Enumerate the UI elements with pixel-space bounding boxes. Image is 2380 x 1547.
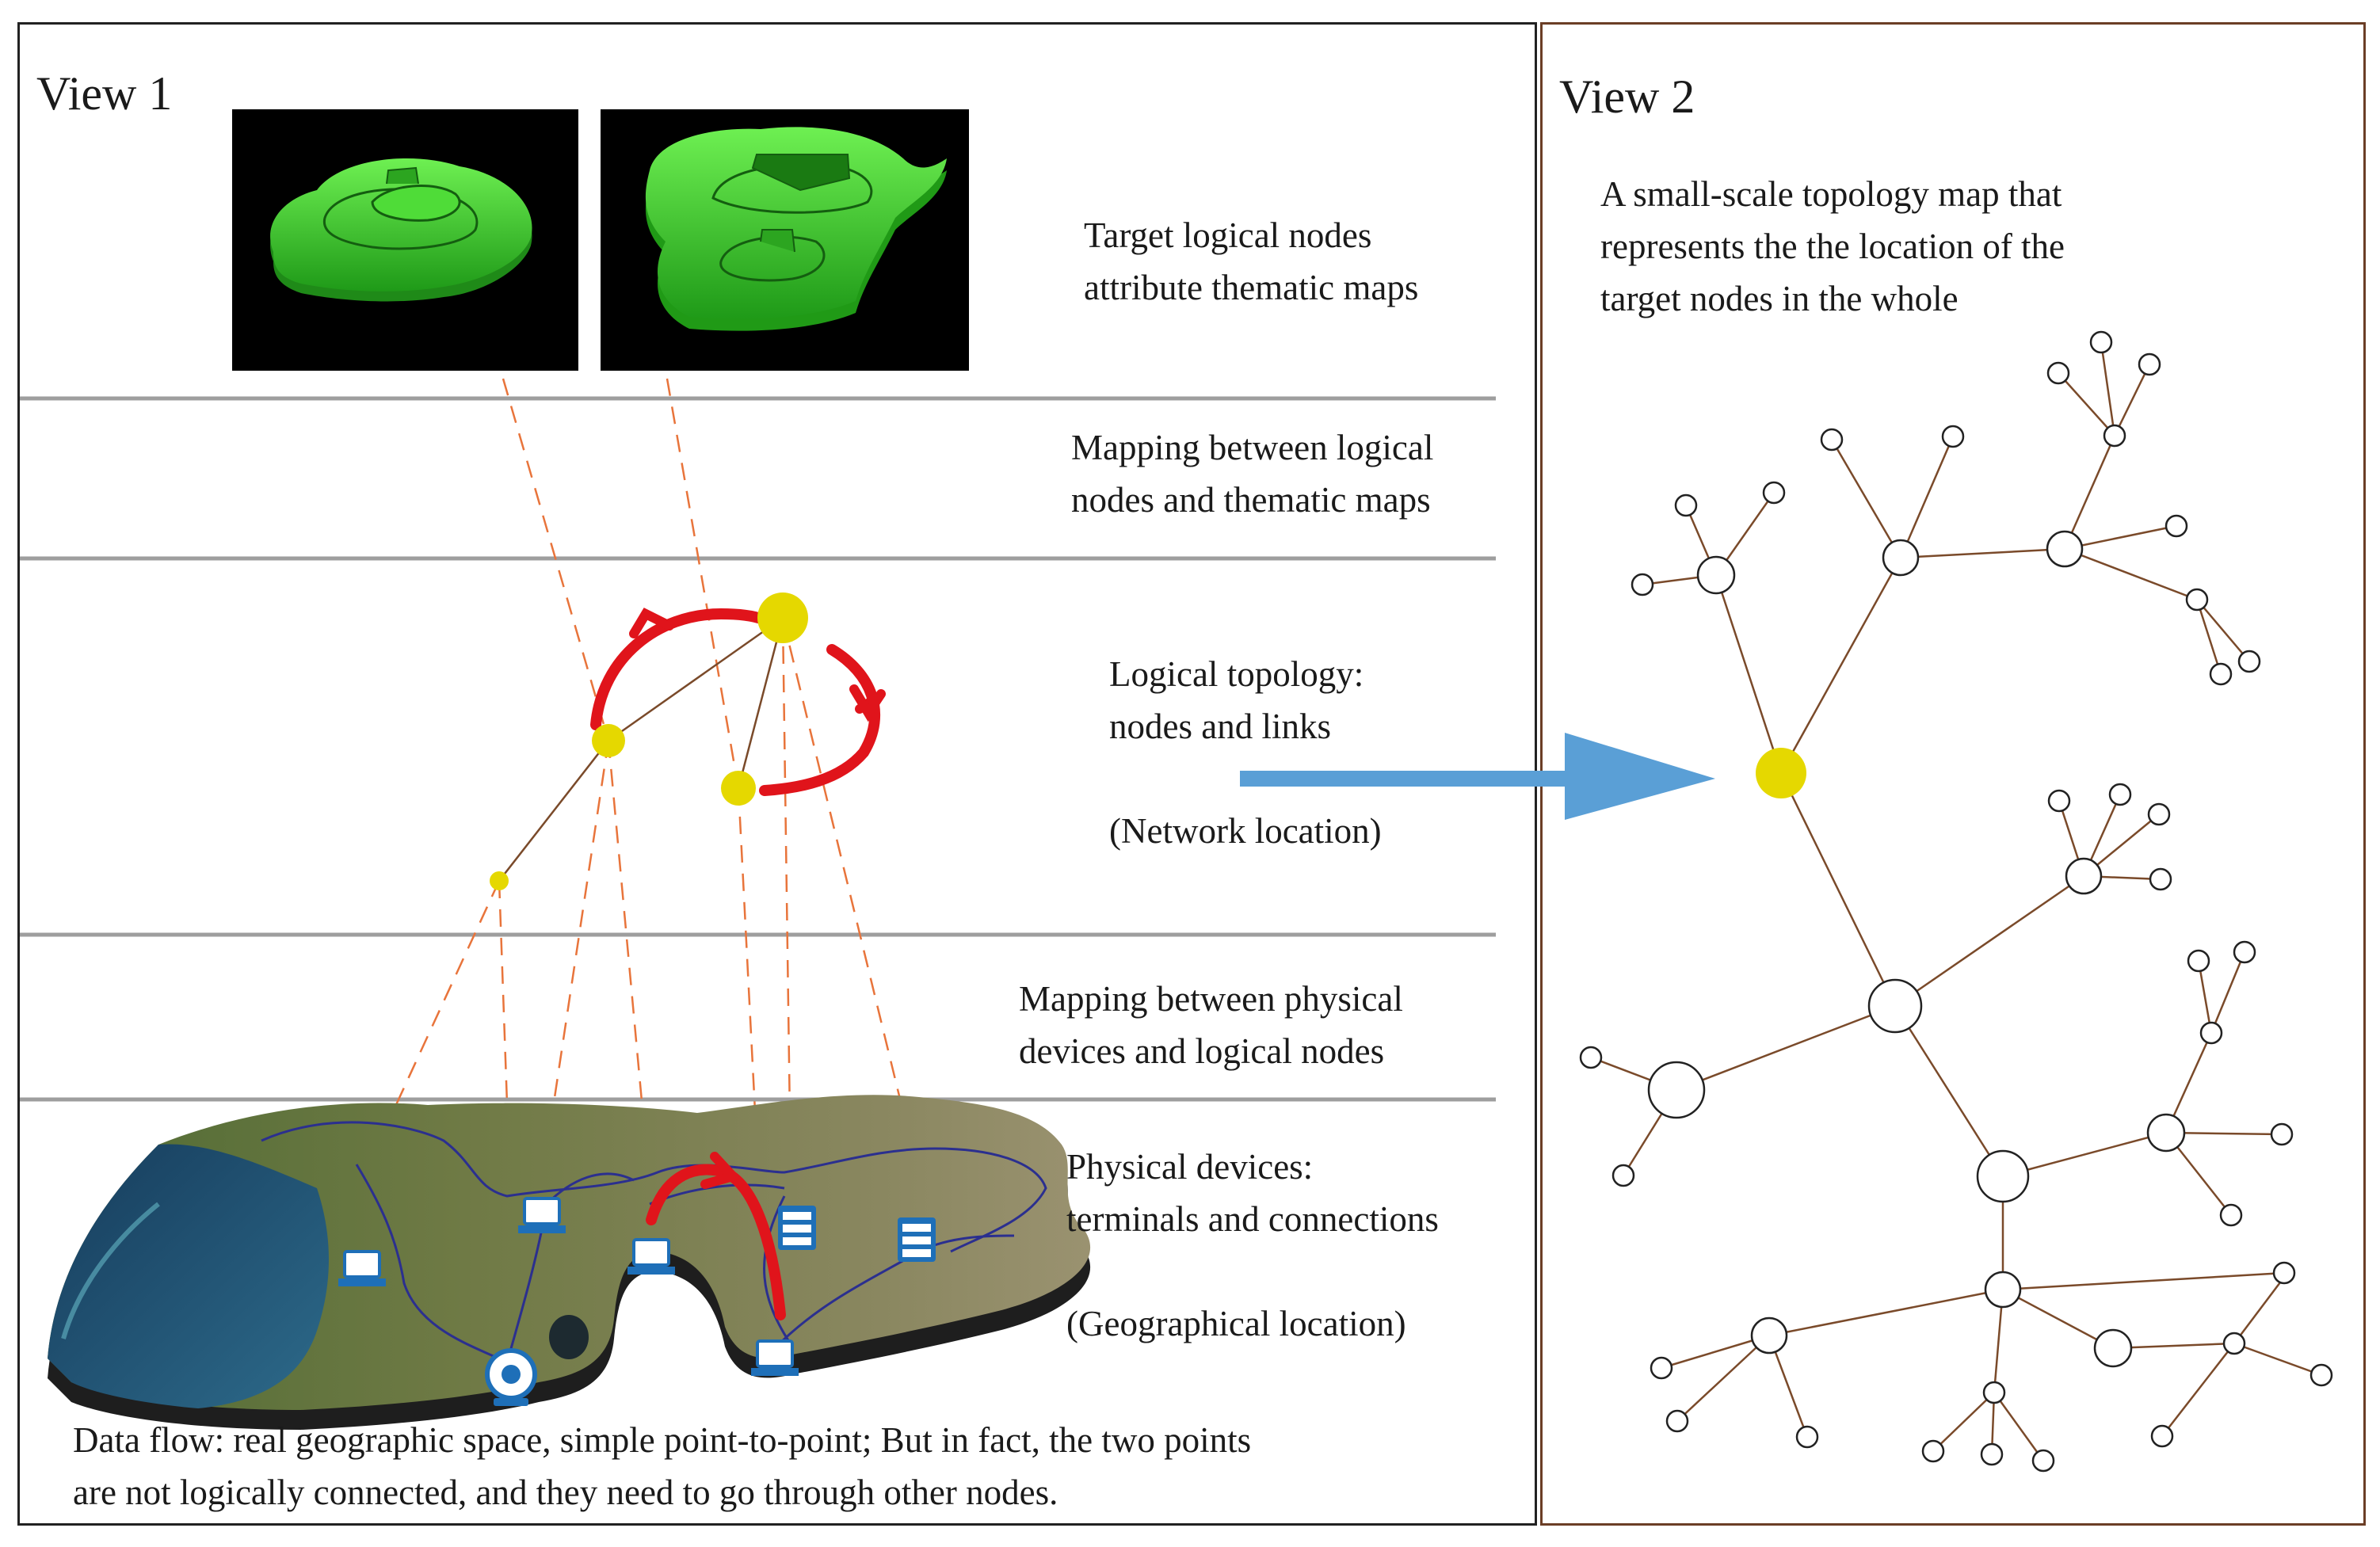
- logical-label-line2: nodes and links: [1109, 707, 1331, 746]
- mapping2-label-line2: devices and logical nodes: [1019, 1031, 1385, 1071]
- physical-label-line3: (Geographical location): [1066, 1304, 1406, 1343]
- target-node-highlight: [1756, 748, 1806, 798]
- layer-separators: [20, 396, 1496, 1102]
- view2-description-line1: A small-scale topology map that: [1600, 174, 2062, 214]
- physical-label-line1: Physical devices:: [1066, 1147, 1314, 1187]
- topology-tree-nodes: [1579, 330, 2333, 1473]
- thematic-label-line1: Target logical nodes: [1084, 215, 1372, 255]
- thematic-map-1: [232, 109, 578, 371]
- logical-label-line1: Logical topology:: [1109, 654, 1364, 694]
- view2-title: View 2: [1559, 70, 1695, 123]
- logical-flow-arrow: [590, 608, 886, 796]
- server-icon: [898, 1217, 936, 1262]
- laptop-icon: [338, 1250, 386, 1286]
- view2-description-line2: represents the the location of the: [1600, 227, 2065, 266]
- logical-nodes: [490, 593, 808, 890]
- mapping1-label-line1: Mapping between logical: [1071, 428, 1434, 467]
- laptop-icon: [627, 1238, 675, 1275]
- logical-links: [498, 616, 784, 882]
- view1-title: View 1: [36, 67, 173, 120]
- mapping1-label-line2: nodes and thematic maps: [1071, 480, 1431, 520]
- logical-label-line3: (Network location): [1109, 811, 1382, 851]
- physical-flow-arrow: [646, 1152, 786, 1320]
- view-link-arrow: [1240, 733, 1715, 820]
- data-flow-note-line1: Data flow: real geographic space, simple…: [73, 1420, 1252, 1460]
- view2-description-line3: target nodes in the whole: [1600, 279, 1959, 318]
- logical-node-small: [490, 871, 509, 890]
- logical-node-large: [757, 593, 808, 643]
- logical-node-mid-right: [721, 771, 756, 806]
- physical-terrain: [48, 1095, 1091, 1430]
- laptop-icon: [751, 1339, 799, 1376]
- thematic-map-2: [601, 109, 969, 371]
- mapping-lines: [371, 378, 913, 1205]
- thematic-label-line2: attribute thematic maps: [1084, 268, 1419, 307]
- logical-node-mid-left: [592, 724, 625, 757]
- data-flow-note-line2: are not logically connected, and they ne…: [73, 1473, 1058, 1512]
- laptop-icon: [518, 1197, 566, 1233]
- topology-tree-links: [1590, 341, 2322, 1461]
- server-icon: [778, 1206, 816, 1250]
- physical-label-line2: terminals and connections: [1066, 1199, 1439, 1239]
- mapping2-label-line1: Mapping between physical: [1019, 979, 1403, 1019]
- webcam-icon: [485, 1348, 537, 1406]
